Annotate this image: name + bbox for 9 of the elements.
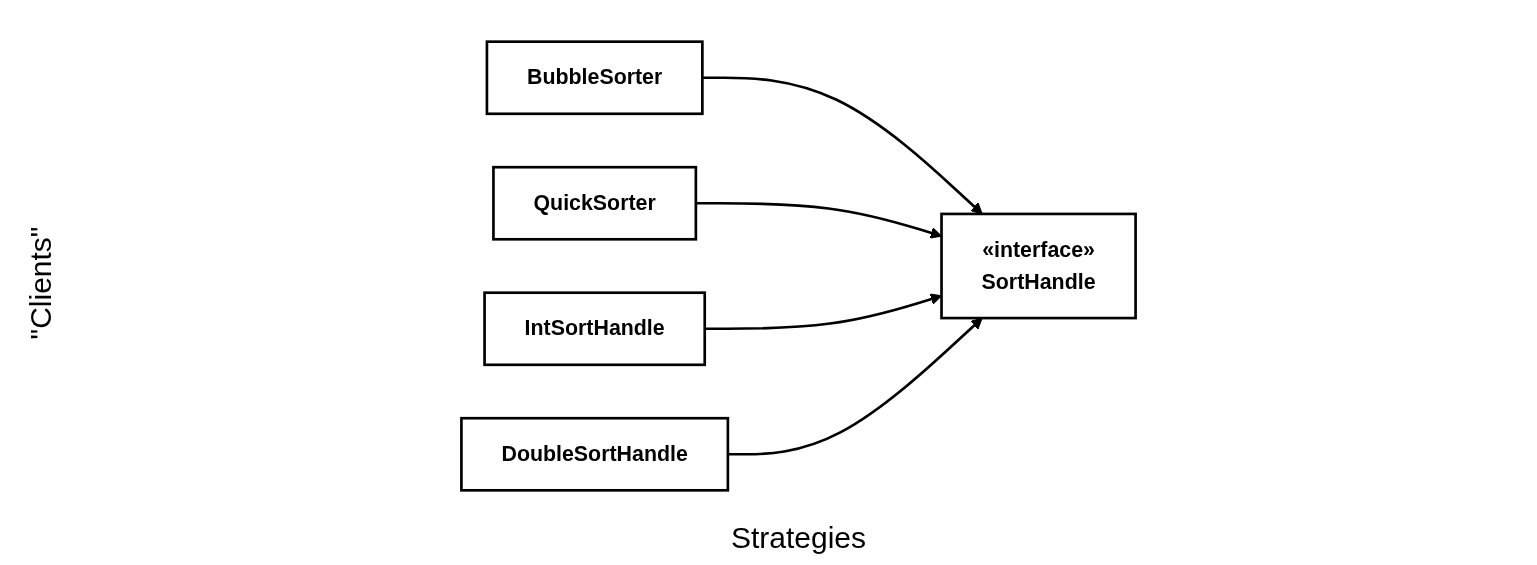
- arrow: [702, 75, 983, 214]
- node-box: «interface» SortHandle: [940, 212, 1137, 319]
- node-box: IntSortHandle: [483, 290, 707, 366]
- node-box: DoubleSortHandle: [460, 416, 730, 492]
- group-label: "Clients": [23, 226, 57, 339]
- group-label: Strategies: [730, 521, 867, 554]
- node-box: QuickSorter: [492, 165, 698, 241]
- arrow: [727, 317, 983, 456]
- node-box: BubbleSorter: [485, 39, 704, 115]
